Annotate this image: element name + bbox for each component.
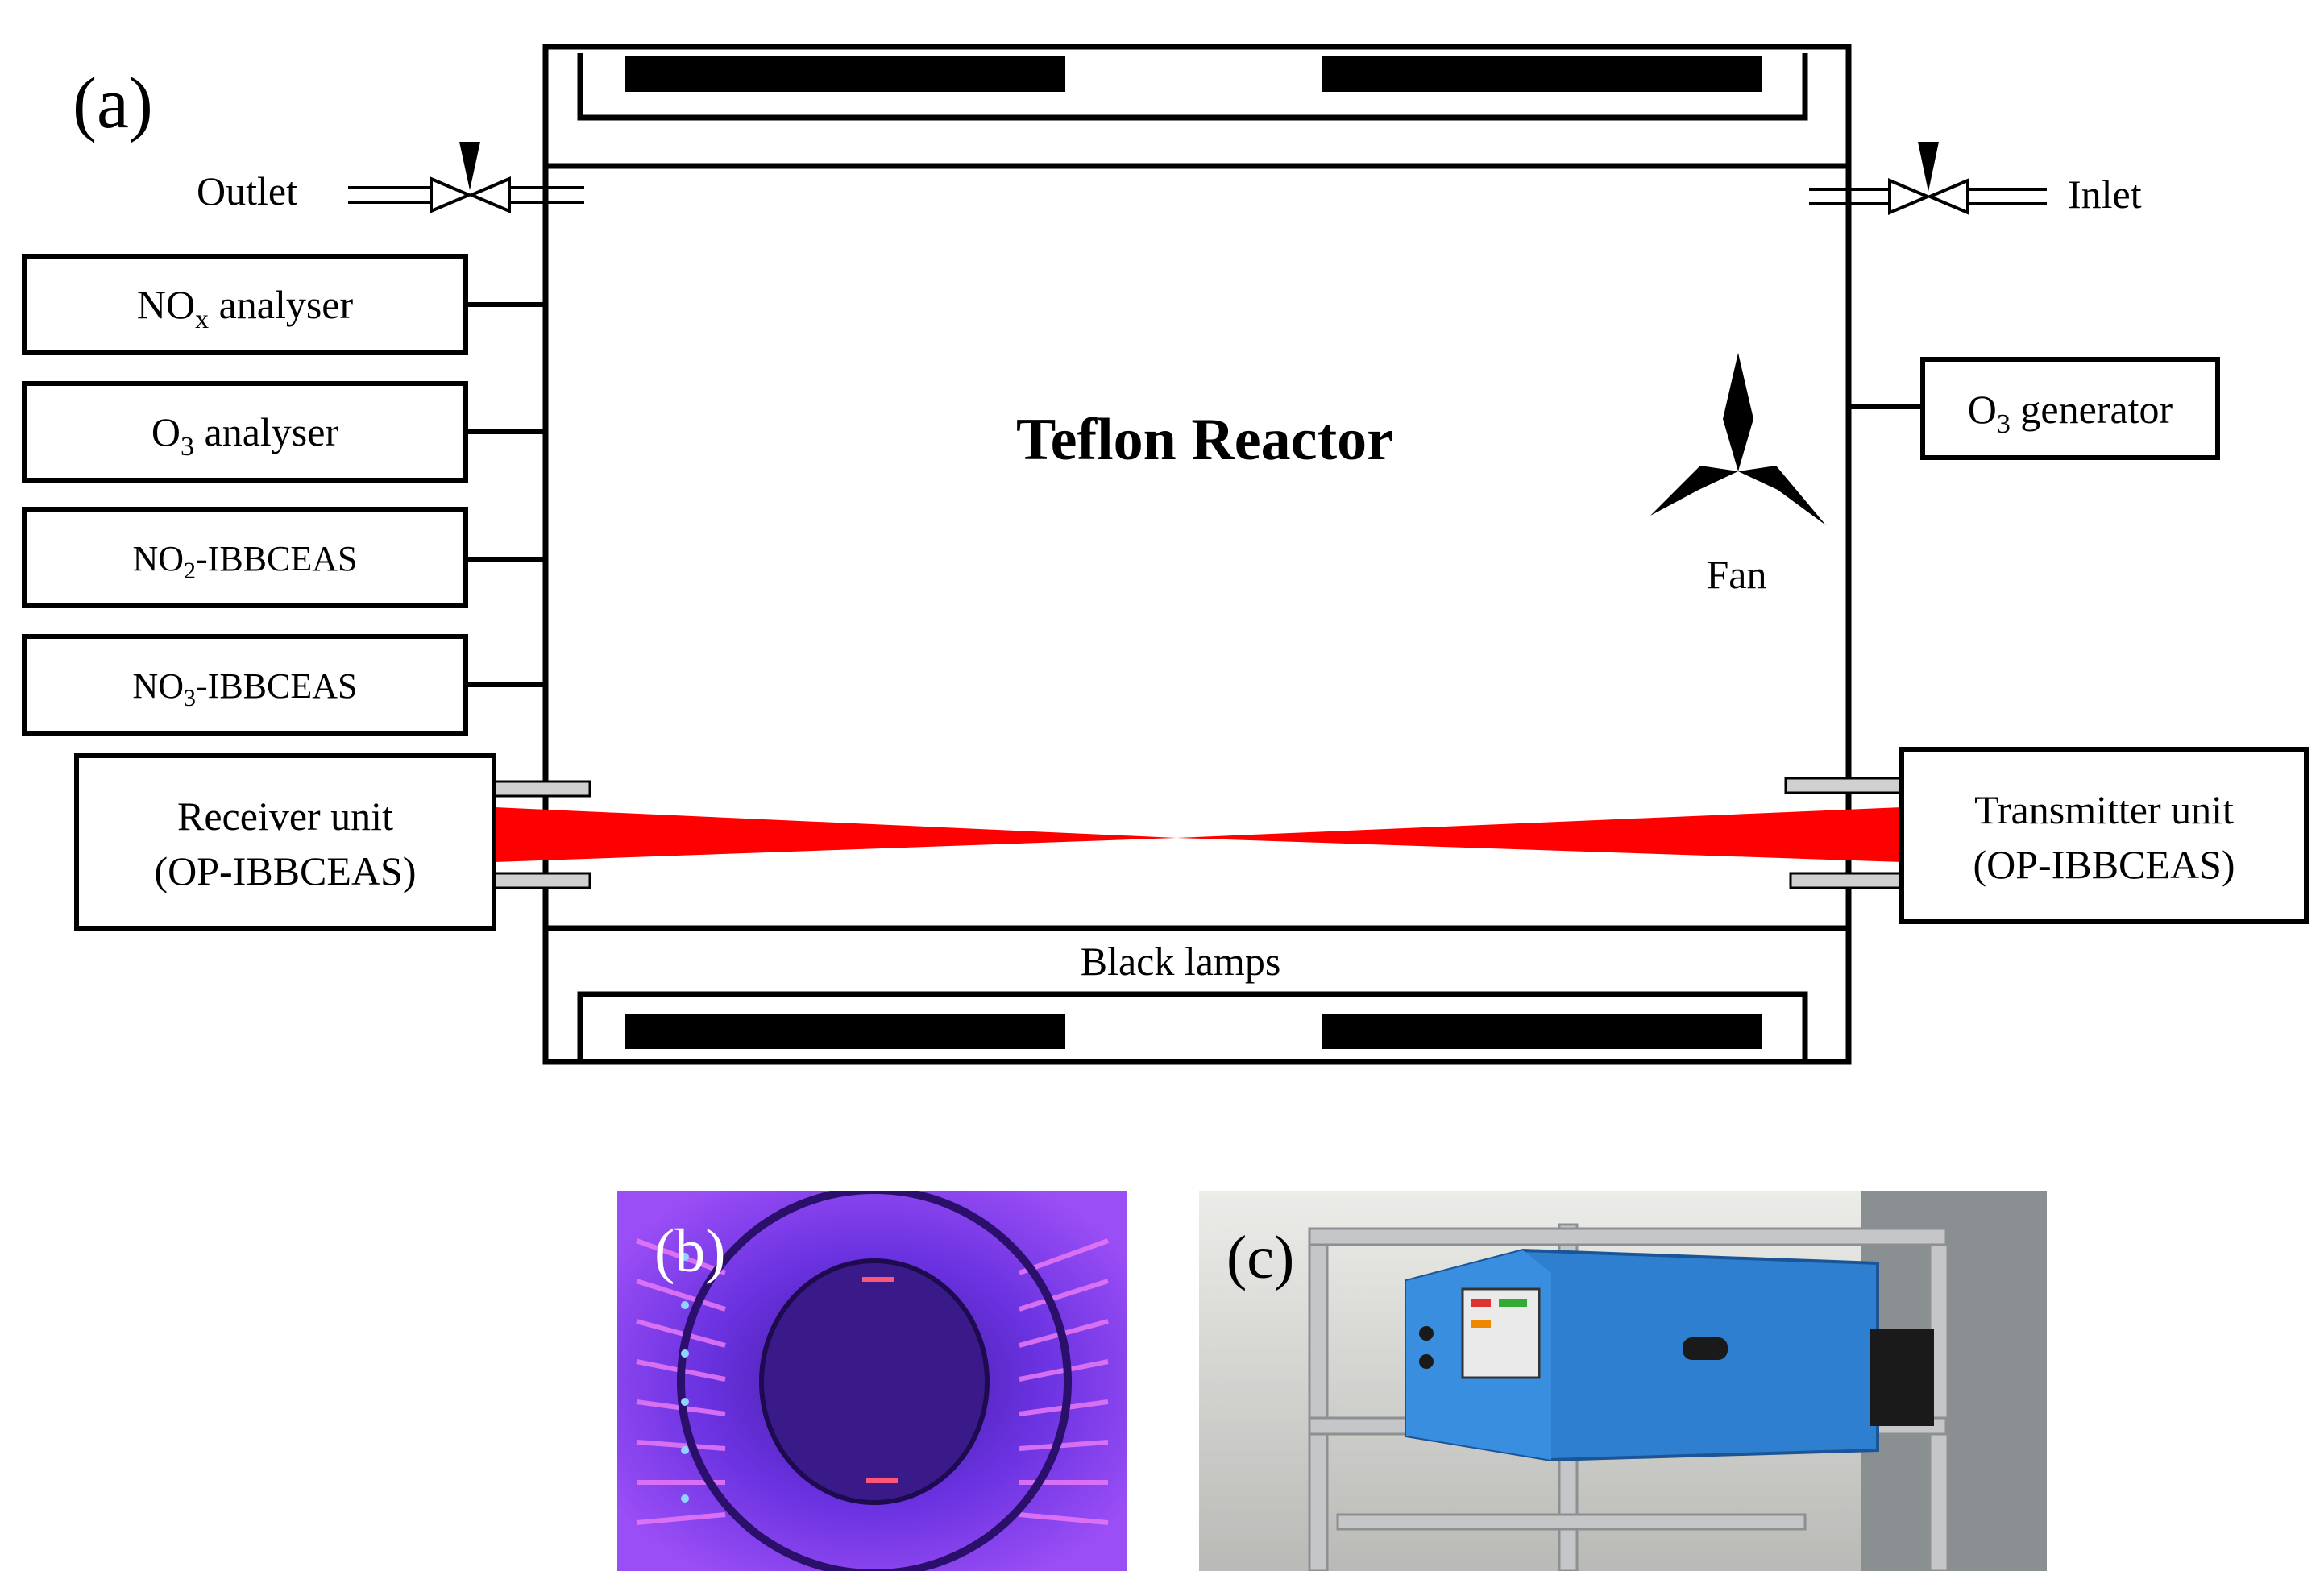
- bottom-black-lamp-left: [625, 1014, 1065, 1049]
- o3-generator-label: O3 generator: [1968, 387, 2173, 439]
- bottom-lamp-housing: [577, 991, 1808, 1062]
- no3-ibbceas-label: NO3-IBBCEAS: [132, 666, 357, 711]
- receiver-label-line2: (OP-IBBCEAS): [154, 848, 416, 893]
- top-lamp-housing: [577, 53, 1808, 121]
- receiver-flange-bottom: [493, 872, 591, 889]
- outlet-label: Outlet: [197, 168, 297, 213]
- nox-analyser-box: NOx analyser: [22, 254, 546, 355]
- photo-b-chamber-interior: [617, 1191, 1127, 1571]
- receiver-unit-box: Receiver unit (OP-IBBCEAS): [74, 753, 496, 931]
- o3-analyser-box: O3 analyser: [22, 381, 546, 483]
- panel-b-label: (b): [654, 1217, 726, 1285]
- no2-ibbceas-label: NO2-IBBCEAS: [132, 539, 357, 584]
- transmitter-label-line1: Transmitter unit: [1974, 787, 2234, 832]
- no2-ibbceas-box: NO2-IBBCEAS: [22, 507, 546, 608]
- receiver-flange-top: [493, 780, 591, 798]
- fan-icon: [1650, 353, 1826, 525]
- transmitter-flange-bottom: [1789, 872, 1902, 889]
- beam-receiver-side: [495, 807, 1177, 862]
- transmitter-flange-top: [1784, 777, 1902, 794]
- top-black-lamp-right: [1322, 56, 1762, 92]
- no3-ibbceas-box: NO3-IBBCEAS: [22, 634, 546, 736]
- panel-c-label: (c): [1226, 1224, 1294, 1291]
- reactor-title: Teflon Reactor: [1016, 407, 1393, 473]
- black-lamps-label: Black lamps: [1081, 939, 1281, 984]
- nox-analyser-label: NOx analyser: [137, 282, 354, 334]
- transmitter-label-line2: (OP-IBBCEAS): [1973, 842, 2235, 887]
- reactor-outer-frame: [542, 44, 1852, 1065]
- transmitter-unit-box: Transmitter unit (OP-IBBCEAS): [1899, 747, 2309, 924]
- reactor-chamber: [542, 44, 1852, 1065]
- bottom-black-lamp-right: [1322, 1014, 1762, 1049]
- o3-analyser-label: O3 analyser: [151, 409, 339, 462]
- o3-generator-box: O3 generator: [1849, 357, 2220, 460]
- inlet-label: Inlet: [2068, 172, 2142, 217]
- photo-c-instrument: [1199, 1191, 2047, 1571]
- panel-a-label: (a): [73, 64, 153, 143]
- fan-label: Fan: [1707, 552, 1767, 597]
- top-black-lamp-left: [625, 56, 1065, 92]
- receiver-label-line1: Receiver unit: [177, 794, 393, 839]
- outlet-valve: [348, 142, 584, 214]
- inlet-valve: [1809, 142, 2047, 216]
- beam-transmitter-side: [1177, 807, 1902, 862]
